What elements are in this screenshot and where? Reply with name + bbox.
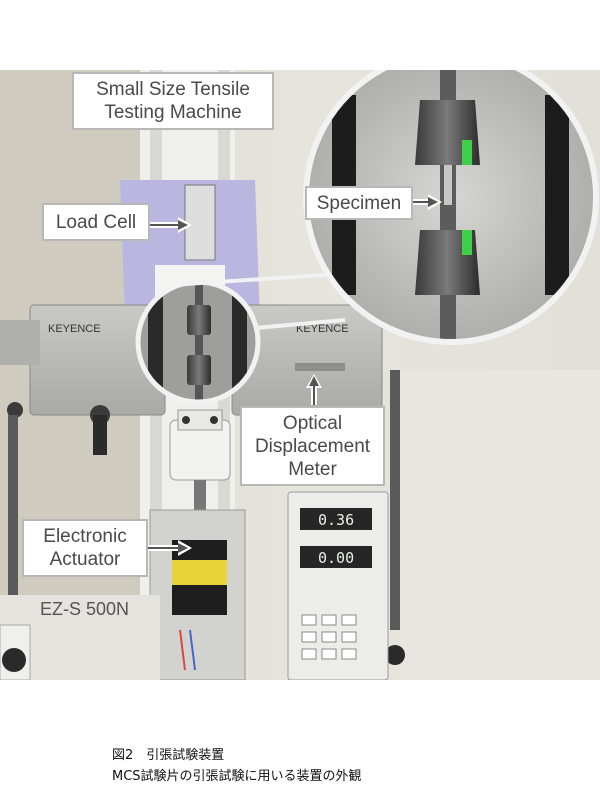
- label-specimen: Specimen: [305, 186, 413, 220]
- label-actuator-text: Electronic Actuator: [43, 526, 127, 570]
- arrow-icon: [306, 374, 322, 405]
- arrow-icon: [410, 194, 442, 210]
- right-wall: [400, 370, 600, 680]
- label-load-cell-text: Load Cell: [55, 211, 137, 233]
- caption-description: MCS試験片の引張試験に用いる装置の外観: [112, 769, 362, 784]
- label-specimen-text: Specimen: [316, 192, 402, 214]
- label-optical-displacement-meter: Optical Displacement Meter: [240, 406, 385, 486]
- load-cell: [184, 184, 216, 261]
- photo-illustration: KEYENCE KEYENCE EZ-S 500N 0.36 0.0: [0, 70, 600, 680]
- label-optical-text: Optical Displacement Meter: [254, 412, 371, 480]
- model-label: EZ-S 500N: [40, 599, 129, 619]
- keyence-logo-right: KEYENCE: [296, 323, 349, 335]
- controller-buttons: [301, 614, 357, 660]
- dial-knob: [2, 648, 26, 672]
- label-electronic-actuator: Electronic Actuator: [22, 519, 148, 577]
- keyence-logo-left: KEYENCE: [48, 323, 101, 335]
- arrow-icon: [150, 217, 192, 233]
- display-top-value: 0.36: [318, 511, 354, 529]
- sensor-mount: [0, 320, 40, 365]
- tensile-testing-photo: KEYENCE KEYENCE EZ-S 500N 0.36 0.0: [0, 70, 600, 680]
- fixture-bolt: [182, 416, 190, 424]
- actuator-warning-label: [172, 560, 227, 585]
- sensor-slit: [295, 363, 345, 371]
- zoom-connector: [169, 273, 326, 287]
- clamp-post: [93, 415, 107, 455]
- label-testing-machine-text: Small Size Tensile Testing Machine: [96, 79, 250, 123]
- label-load-cell: Load Cell: [42, 203, 150, 241]
- display-bottom: [300, 546, 372, 568]
- fixture-bolt: [210, 416, 218, 424]
- label-testing-machine: Small Size Tensile Testing Machine: [72, 72, 274, 130]
- caption-title: 図2 引張試験装置: [112, 748, 225, 763]
- zoom-connector: [254, 318, 346, 330]
- clamp-knob: [7, 402, 23, 418]
- lower-fixture-top: [177, 409, 223, 431]
- arrow-icon: [145, 540, 192, 556]
- stand-rod-right: [390, 370, 400, 630]
- display-top: [300, 508, 372, 530]
- figure-caption: 図2 引張試験装置 MCS試験片の引張試験に用いる装置の外観: [112, 745, 582, 787]
- dial-knob: [385, 645, 405, 665]
- display-bottom-value: 0.00: [318, 549, 354, 567]
- stand-rod-left: [8, 415, 18, 635]
- specimen-area: [138, 282, 258, 402]
